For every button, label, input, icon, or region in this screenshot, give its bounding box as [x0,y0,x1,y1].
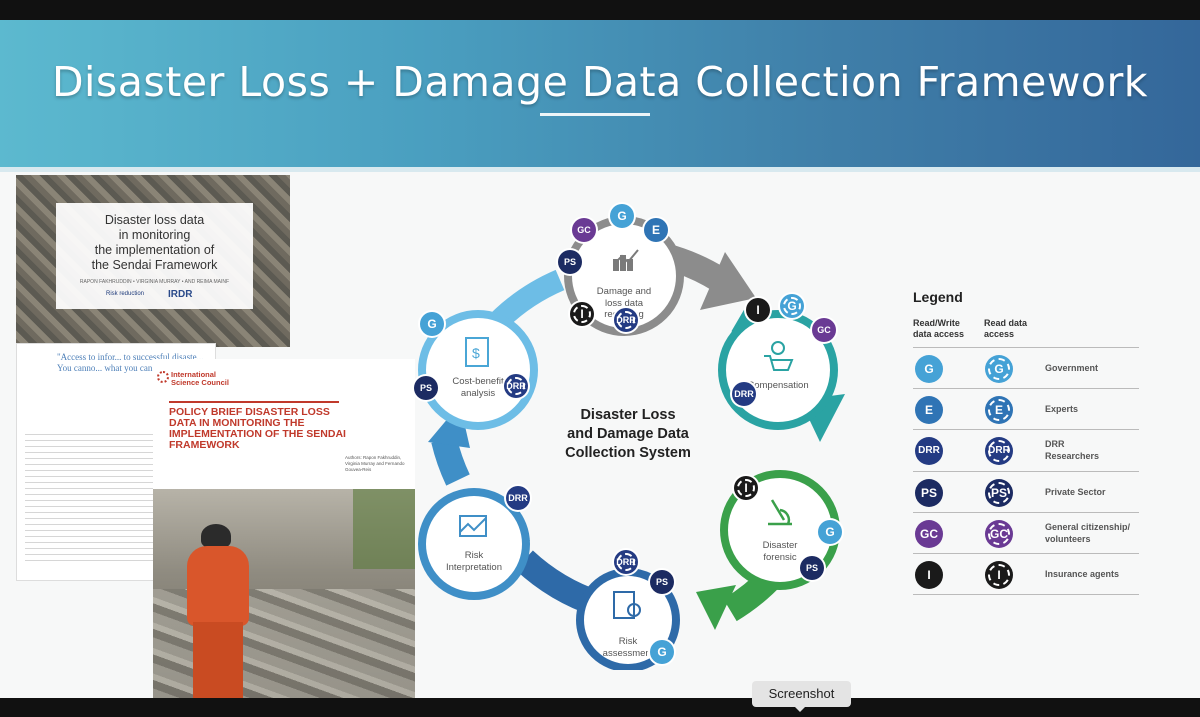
badge-g-forensic: G [818,520,842,544]
node-label-forensic: Disaster forensic [762,540,798,563]
badge-drr-assessment: DRR [614,550,638,574]
badge-ps-recording: PS [558,250,582,274]
badge-ps-forensic: PS [800,556,824,580]
photo-rescue-worker [183,524,253,698]
damage-chart-icon [613,249,639,271]
window-top-bar [0,0,1200,20]
legend-label-private: Private Sector [1045,487,1106,497]
rescue-worker-photo [153,489,415,698]
legend-rw-ps: PS [915,479,943,507]
diagram-center-title: Disaster Loss and Damage Data Collection… [565,407,691,461]
collection-system-diagram: $ Damage and loss data recording Compens… [400,180,880,672]
policy-brief-title: POLICY BRIEF DISASTER LOSS DATA IN MONIT… [169,406,346,451]
badge-i-forensic: I [734,476,758,500]
legend-label-insurance: Insurance agents [1045,569,1120,579]
badge-drr-costbenefit: DRR [504,374,528,398]
badge-gc-recording: GC [572,218,596,242]
arrow-head-grey [700,252,756,310]
legend-col-read: Read data access [984,318,1028,339]
cost-benefit-doc-icon: $ [465,337,489,367]
legend-row-citizens: GC GC General citizenship/ volunteers [913,512,1139,552]
legend-rw-drr: DRR [915,437,943,465]
badge-g-costbenefit: G [420,312,444,336]
legend-title: Legend [913,289,963,305]
legend-col-readwrite: Read/Write data access [913,318,965,339]
legend-row-private: PS PS Private Sector [913,471,1139,511]
risk-interpretation-icon [459,515,487,537]
badge-ps-costbenefit: PS [414,376,438,400]
policy-brief-rule [169,401,339,403]
banner-stripe [0,167,1200,172]
legend-r-i: I [985,561,1013,589]
badge-e-recording: E [644,218,668,242]
legend-r-ps: PS [985,479,1013,507]
presentation-slide: Disaster Loss + Damage Data Collection F… [0,20,1200,698]
photo-helmet [201,524,231,548]
report-title-card: Disaster loss data in monitoring the imp… [56,203,253,309]
report-title: Disaster loss data in monitoring the imp… [91,213,218,272]
node-label-compensation: Compensation [747,380,809,391]
legend-r-g: G [985,355,1013,383]
legend-row-insurance: I I Insurance agents [913,553,1139,593]
legend-row-drr: DRR DRR DRR Researchers [913,429,1139,469]
legend-r-gc: GC [985,520,1013,548]
badge-i-recording: I [570,302,594,326]
badge-i-compensation: I [746,298,770,322]
arc-interpretation-costbenefit [431,436,470,486]
node-label-costbenefit: Cost-benefit analysis [452,376,504,399]
slide-title: Disaster Loss + Damage Data Collection F… [51,58,1149,106]
badge-ps-assessment: PS [650,570,674,594]
legend-label-drr: DRR Researchers [1045,439,1100,461]
microscope-icon [768,499,792,526]
node-label-assessment: Risk assessment [602,636,654,659]
window-bottom-bar [0,698,1200,717]
legend-row-experts: E E Experts [913,388,1139,428]
node-label-interpretation: Risk Interpretation [446,550,502,573]
isc-logo-icon [157,371,169,383]
legend-bottom-rule [913,594,1139,595]
badge-drr-interpretation: DRR [506,486,530,510]
report-logo-left: Risk reduction [106,291,145,297]
photo-legs [193,622,243,698]
report-cover: Disaster loss data in monitoring the imp… [16,175,290,347]
photo-greenery [353,489,415,569]
legend-row-government: G G Government [913,347,1139,387]
node-interpretation-ring [418,488,530,600]
report-quote: "Access to infor... to successful disast… [57,352,204,373]
legend-label-citizens: General citizenship/ volunteers [1045,522,1131,544]
legend-rw-g: G [915,355,943,383]
badge-drr-compensation: DRR [732,382,756,406]
report-logo-irdr: IRDR [168,289,193,300]
risk-assessment-icon [613,591,641,619]
policy-brief-authors: Authors: Rapon Fakhruddin, Virginia Murr… [345,455,405,472]
badge-drr-recording: DRR [614,308,638,332]
badge-gc-compensation: GC [812,318,836,342]
legend-r-e: E [985,396,1013,424]
legend-rw-e: E [915,396,943,424]
legend-rw-gc: GC [915,520,943,548]
report-authors: RAPON FAKHRUDDIN • VIRGINIA MURRAY • AND… [79,279,230,285]
title-underline [540,113,650,116]
screenshot-tooltip: Screenshot [752,681,851,707]
legend-r-drr: DRR [985,437,1013,465]
photo-uniform [187,546,249,626]
compensation-cart-icon [764,341,794,371]
badge-g-compensation: G [780,294,804,318]
badge-g-recording: G [610,204,634,228]
title-banner: Disaster Loss + Damage Data Collection F… [0,20,1200,167]
node-costbenefit-ring [418,310,538,430]
svg-text:$: $ [472,345,480,361]
tooltip-pointer [794,706,806,712]
badge-g-assessment: G [650,640,674,664]
legend-rw-i: I [915,561,943,589]
arrow-head-green [696,585,736,630]
legend-label-government: Government [1045,363,1099,373]
isc-name: International Science Council [171,370,229,387]
legend-label-experts: Experts [1045,404,1079,414]
